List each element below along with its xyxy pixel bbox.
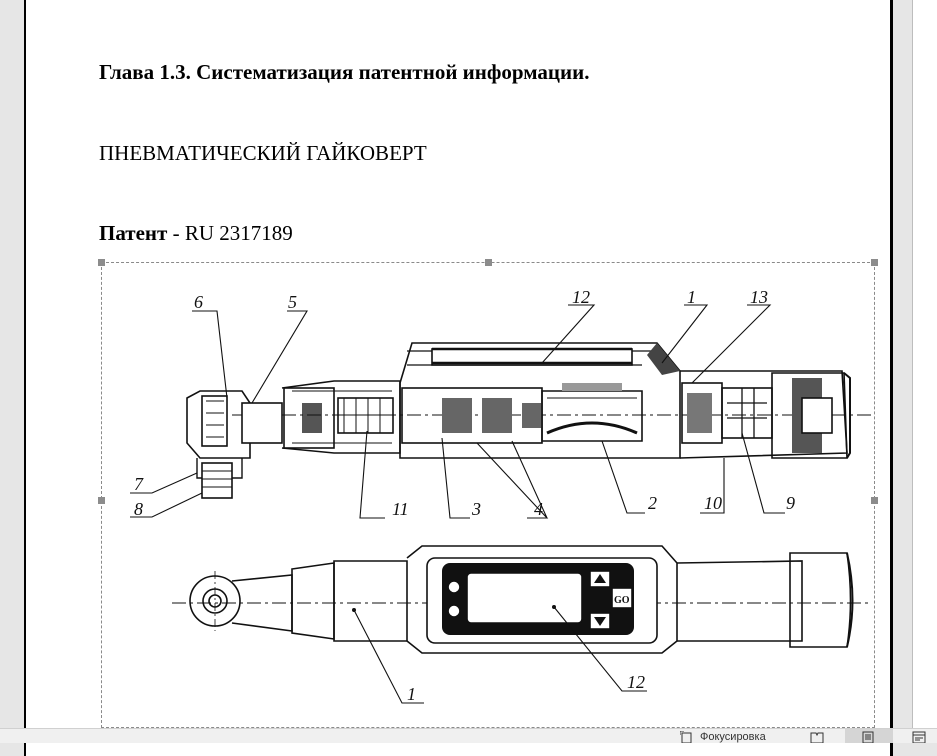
callout-12: 12: [572, 287, 590, 307]
callout-6: 6: [194, 292, 203, 312]
patent-label: Патент: [99, 221, 168, 245]
active-view-highlight: [845, 729, 893, 743]
patent-line: Патент - RU 2317189: [99, 221, 293, 246]
resize-handle-middle-right[interactable]: [871, 497, 878, 504]
resize-handle-top-right[interactable]: [871, 259, 878, 266]
callout-3: 3: [471, 499, 481, 519]
callout-11: 11: [392, 499, 409, 519]
callout-2: 2: [648, 493, 657, 513]
callout-5: 5: [288, 292, 297, 312]
patent-separator: -: [167, 221, 185, 245]
torque-wrench: GO: [172, 545, 870, 654]
device-title: ПНЕВМАТИЧЕСКИЙ ГАЙКОВЕРТ: [99, 141, 427, 165]
focus-mode-label[interactable]: Фокусировка: [700, 731, 766, 743]
callout-4: 4: [534, 499, 543, 519]
resize-handle-top-middle[interactable]: [485, 259, 492, 266]
status-bar: Фокусировка: [0, 728, 937, 743]
callout-bottom-1: 1: [407, 684, 416, 704]
callout-1: 1: [687, 287, 696, 307]
callout-8: 8: [134, 499, 143, 519]
callout-9: 9: [786, 493, 795, 513]
resize-handle-top-left[interactable]: [98, 259, 105, 266]
right-scroll-area[interactable]: [912, 0, 937, 728]
callout-bottom-12: 12: [627, 672, 645, 692]
top-leaders: [130, 304, 785, 519]
callout-10: 10: [704, 493, 722, 513]
patent-drawing[interactable]: 6 5 12 1 13 7 8 11 3 4 2 10 9: [101, 262, 875, 728]
callout-7: 7: [134, 474, 144, 494]
resize-handle-middle-left[interactable]: [98, 497, 105, 504]
patent-number: RU 2317189: [184, 221, 293, 245]
top-callout-labels: 6 5 12 1 13 7 8 11 3 4 2 10 9: [134, 287, 795, 519]
bottom-callout-labels: 1 12: [407, 672, 645, 704]
focus-icon[interactable]: [680, 731, 694, 743]
patent-drawing-svg: 6 5 12 1 13 7 8 11 3 4 2 10 9: [130, 287, 872, 704]
print-layout-icon[interactable]: [861, 731, 875, 743]
cross-section: [186, 342, 872, 499]
go-button-label: GO: [614, 595, 630, 606]
bottom-leaders: [353, 606, 647, 704]
read-mode-icon[interactable]: [810, 731, 824, 743]
web-layout-icon[interactable]: [912, 731, 926, 743]
callout-13: 13: [750, 287, 768, 307]
chapter-heading: Глава 1.3. Систематизация патентной инфо…: [99, 60, 590, 84]
